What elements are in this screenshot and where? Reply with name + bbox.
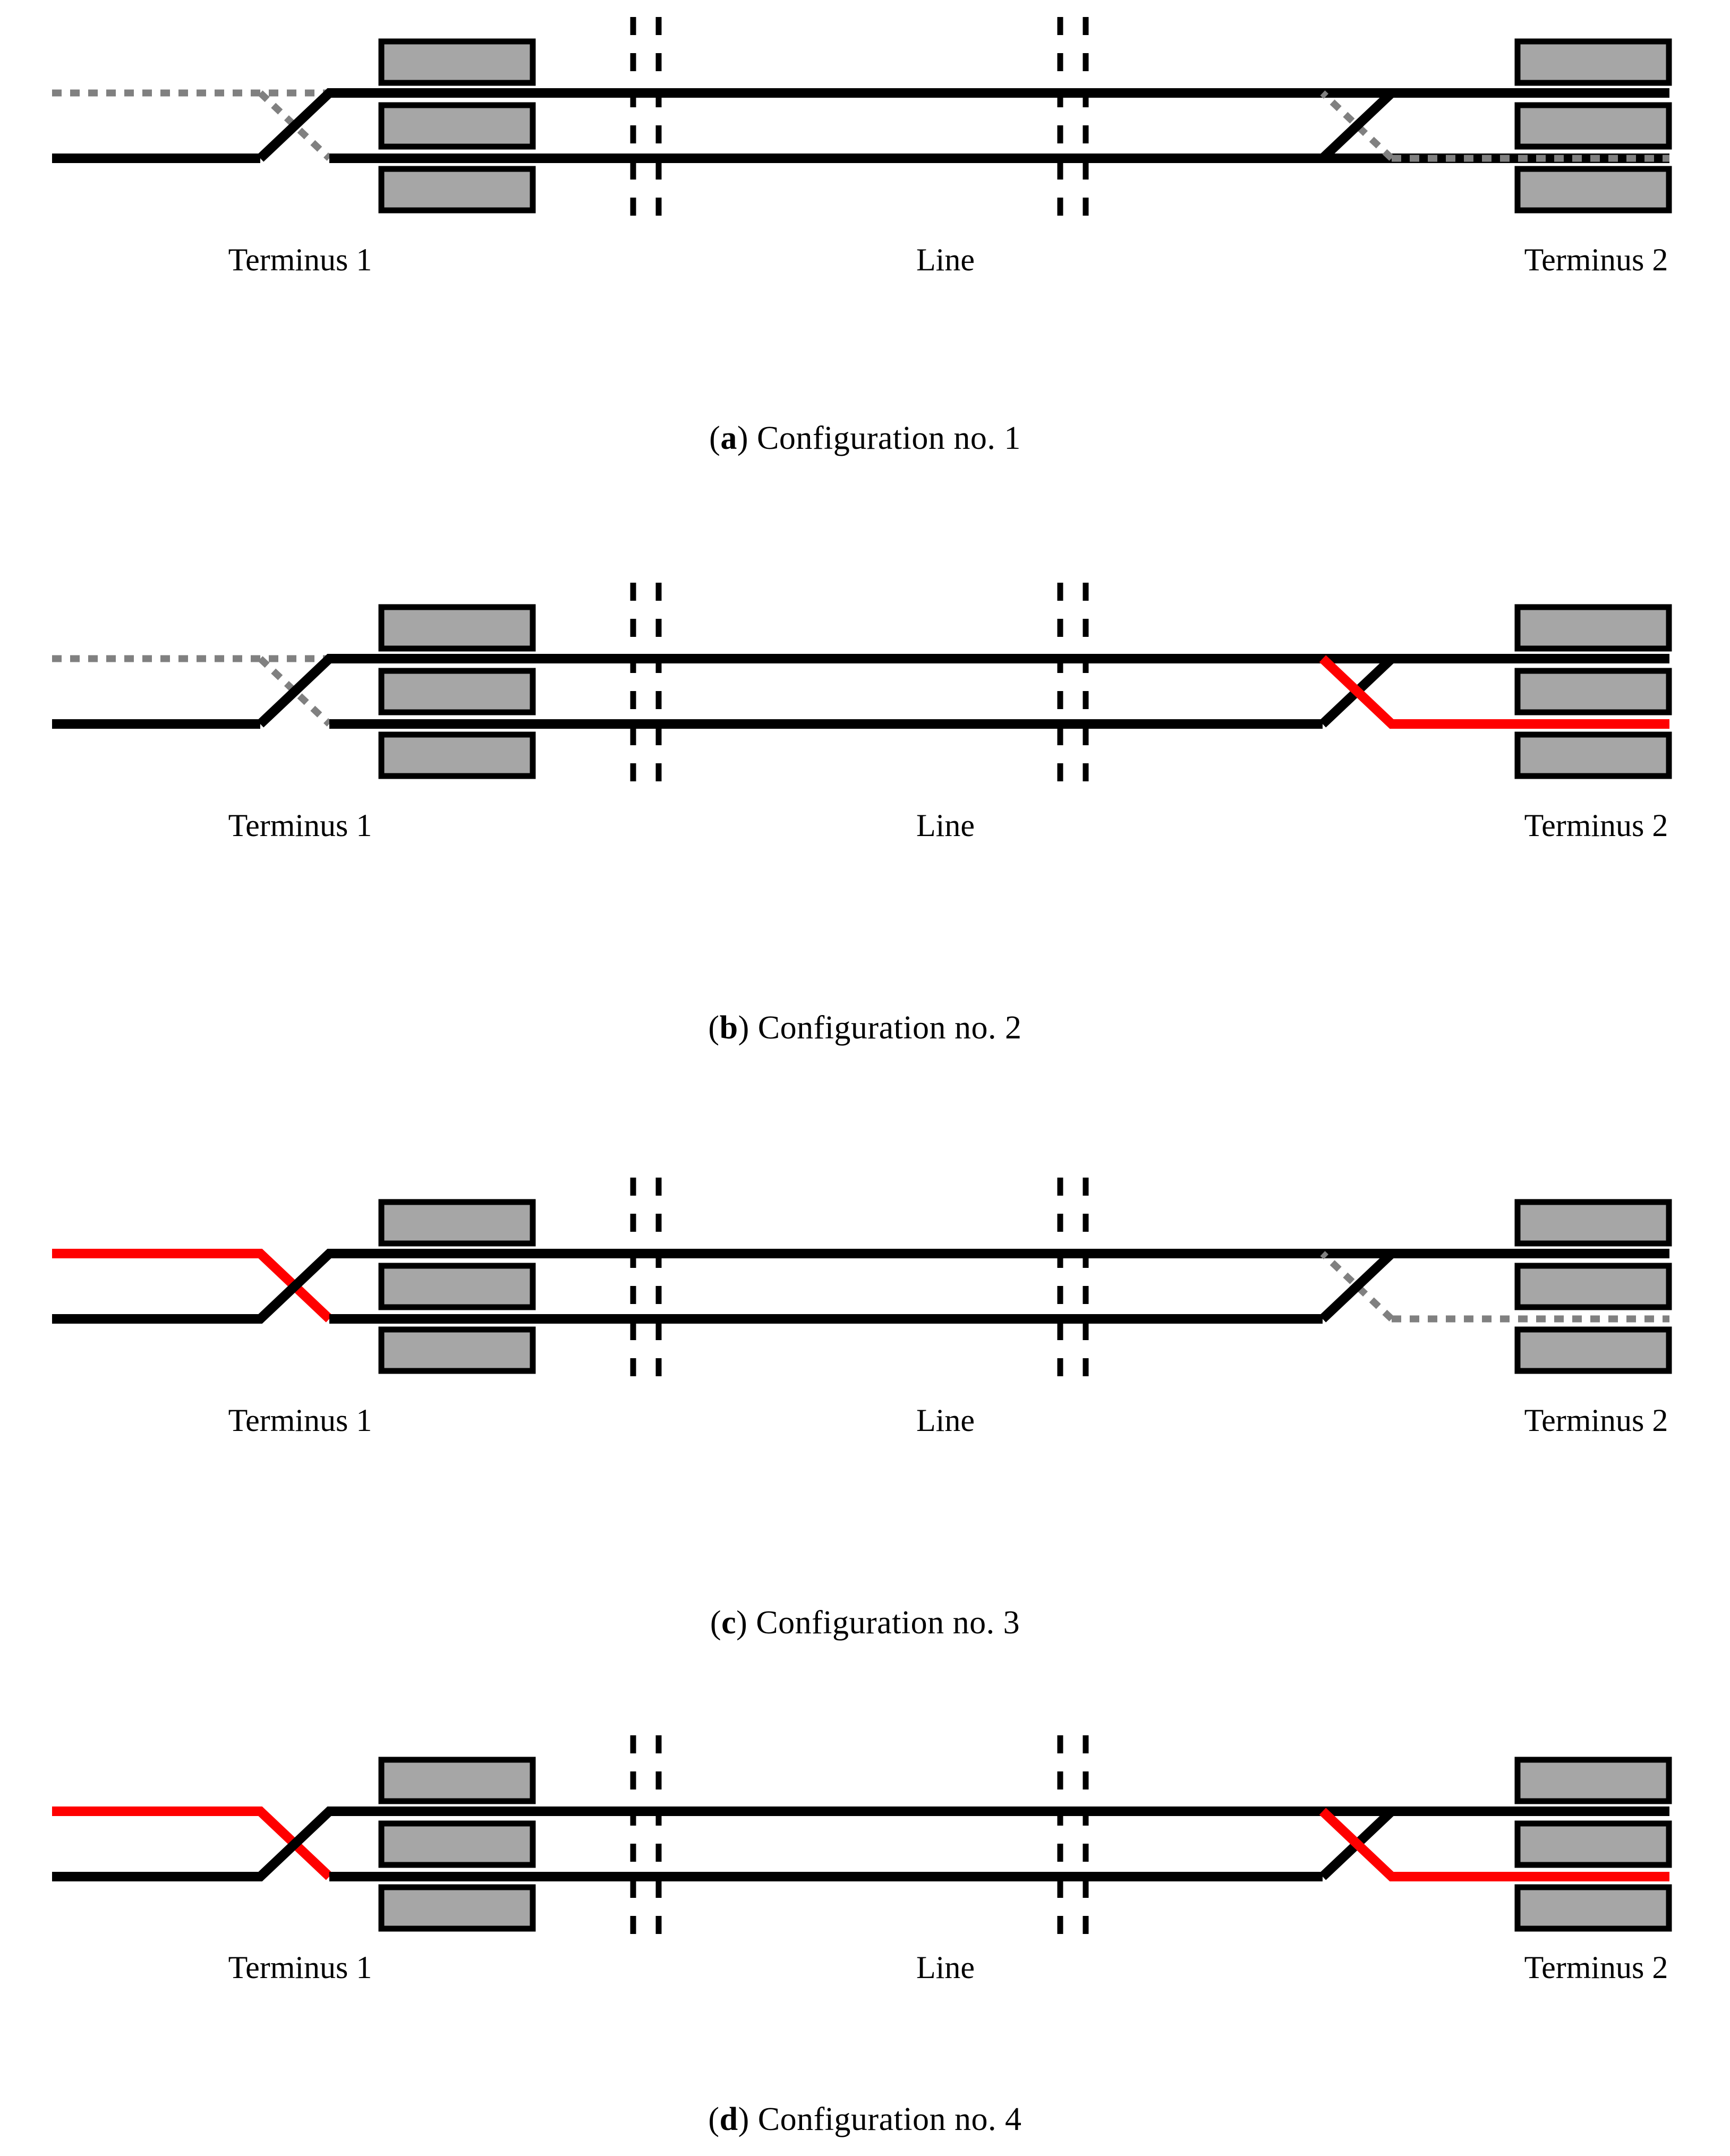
panel-b-diagram bbox=[52, 583, 1672, 789]
track-t1-crossover-black bbox=[257, 654, 1669, 728]
track-t2-crossover-red bbox=[1319, 655, 1669, 729]
caption-letter: d bbox=[719, 2101, 738, 2137]
track-t1-lower-black bbox=[52, 1249, 1669, 1324]
track-t2-inactive-diagonal bbox=[1320, 90, 1394, 161]
panel-b-caption: (b) Configuration no. 2 bbox=[0, 1009, 1730, 1047]
zone-label-terminus2: Terminus 2 bbox=[1524, 1950, 1668, 1985]
zone-label-terminus1: Terminus 1 bbox=[228, 1950, 372, 1985]
zone-label-terminus2: Terminus 2 bbox=[1524, 1403, 1668, 1438]
platform-t1-bot bbox=[378, 166, 536, 214]
panel-a-diagram bbox=[52, 17, 1672, 223]
track-t2-crossover-black bbox=[1319, 89, 1395, 162]
platform-t2-top bbox=[1514, 38, 1672, 86]
track-t1-lower-black bbox=[52, 1806, 1669, 1881]
track-t2-crossover-black bbox=[1319, 1250, 1395, 1323]
platform-t2-top bbox=[1514, 1757, 1672, 1804]
panel-a-figure: Terminus 1 Line Terminus 2 (a) Configura… bbox=[0, 0, 1730, 456]
panel-c-figure: Terminus 1 Line Terminus 2 (c) Configura… bbox=[0, 1161, 1730, 1641]
track-t2-inactive-diagonal bbox=[1320, 1251, 1394, 1322]
zone-label-terminus1: Terminus 1 bbox=[228, 242, 372, 277]
track-t1-crossover-black bbox=[257, 88, 1669, 162]
caption-text: ) Configuration no. 2 bbox=[738, 1010, 1022, 1046]
zone-label-terminus2: Terminus 2 bbox=[1524, 242, 1668, 277]
caption-text: ) Configuration no. 4 bbox=[738, 2101, 1022, 2137]
caption-paren-open: ( bbox=[708, 1010, 720, 1046]
zone-label-terminus1: Terminus 1 bbox=[228, 1403, 372, 1438]
platform-t2-bot bbox=[1514, 1326, 1672, 1374]
platform-t1-top bbox=[378, 1757, 536, 1804]
platform-t2-top bbox=[1514, 604, 1672, 652]
caption-text: ) Configuration no. 3 bbox=[736, 1605, 1020, 1641]
platform-t2-bot bbox=[1514, 1884, 1672, 1932]
platform-t1-mid bbox=[378, 1820, 536, 1868]
caption-letter: a bbox=[720, 420, 737, 456]
panel-c-caption: (c) Configuration no. 3 bbox=[0, 1604, 1730, 1642]
platform-t2-mid bbox=[1514, 668, 1672, 715]
platform-t2-top bbox=[1514, 1199, 1672, 1247]
platform-t1-top bbox=[378, 38, 536, 86]
platform-t1-bot bbox=[378, 731, 536, 779]
track-t1-inactive-diagonal bbox=[258, 656, 332, 727]
panel-c-diagram bbox=[52, 1178, 1672, 1384]
track-t1-upper-red bbox=[52, 1249, 333, 1323]
platform-t2-mid bbox=[1514, 1820, 1672, 1868]
platform-t1-bot bbox=[378, 1326, 536, 1374]
caption-paren-open: ( bbox=[709, 420, 721, 456]
zone-label-terminus2: Terminus 2 bbox=[1524, 808, 1668, 843]
panel-b-figure: Terminus 1 Line Terminus 2 (b) Configura… bbox=[0, 566, 1730, 1046]
zone-label-line: Line bbox=[916, 808, 975, 843]
zone-label-line: Line bbox=[916, 1950, 975, 1985]
platform-t1-mid bbox=[378, 668, 536, 715]
track-t1-upper-red bbox=[52, 1806, 333, 1880]
track-t2-crossover-red bbox=[1319, 1808, 1669, 1881]
platform-t1-top bbox=[378, 1199, 536, 1247]
caption-letter: b bbox=[719, 1010, 738, 1046]
zone-label-line: Line bbox=[916, 1403, 975, 1438]
zone-label-line: Line bbox=[916, 242, 975, 277]
zone-label-terminus1: Terminus 1 bbox=[228, 808, 372, 843]
platform-t1-mid bbox=[378, 102, 536, 150]
platform-t2-mid bbox=[1514, 102, 1672, 150]
caption-text: ) Configuration no. 1 bbox=[737, 420, 1021, 456]
track-t1-inactive-diagonal bbox=[258, 90, 332, 161]
panel-d-caption: (d) Configuration no. 4 bbox=[0, 2101, 1730, 2138]
platform-t1-mid bbox=[378, 1263, 536, 1310]
caption-paren-open: ( bbox=[710, 1605, 722, 1641]
platform-t1-top bbox=[378, 604, 536, 652]
platform-t2-mid bbox=[1514, 1263, 1672, 1310]
panel-d-figure: Terminus 1 Line Terminus 2 (d) Configura… bbox=[0, 1729, 1730, 2137]
panel-d-diagram bbox=[52, 1735, 1672, 1941]
panel-a-caption: (a) Configuration no. 1 bbox=[0, 420, 1730, 457]
caption-paren-open: ( bbox=[708, 2101, 720, 2137]
caption-letter: c bbox=[721, 1605, 737, 1641]
platform-t1-bot bbox=[378, 1884, 536, 1932]
platform-t2-bot bbox=[1514, 731, 1672, 779]
platform-t2-bot bbox=[1514, 166, 1672, 214]
